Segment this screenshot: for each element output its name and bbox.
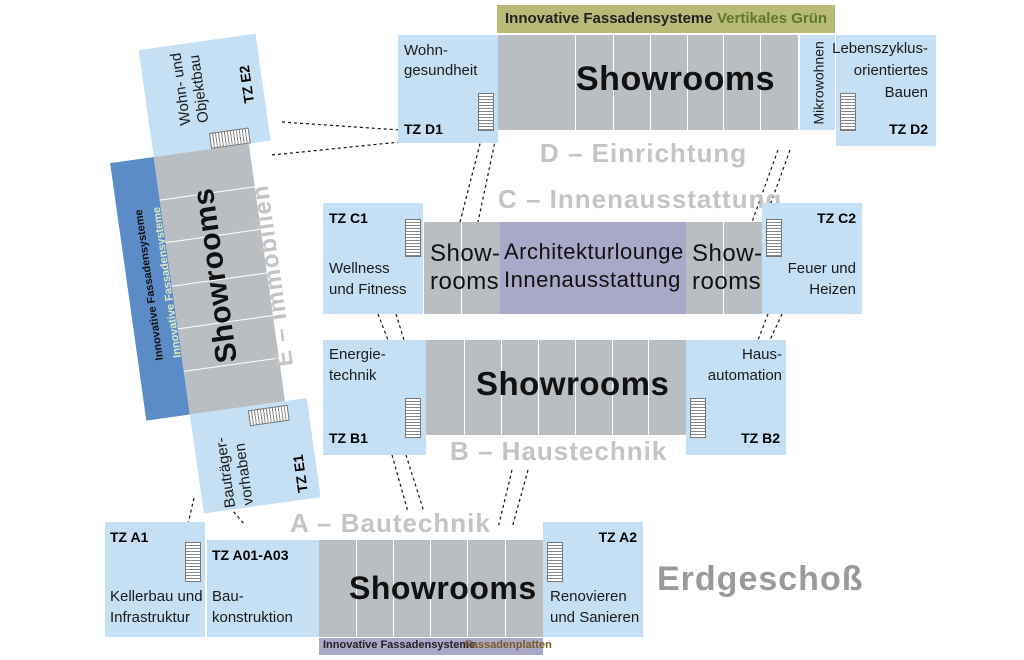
connector-line [187,497,195,525]
showrooms-label: rooms [430,268,500,295]
stairs-icon [478,93,494,131]
connector-line [405,454,425,513]
zone-label: Lebenszyklus- [832,40,928,57]
zone-label: technik [329,367,377,384]
banner-bottom: Innovative Fassadensysteme Fassadenplatt… [319,638,552,655]
zone-code: TZ E2 [235,64,258,105]
zone-label: und Fitness [329,281,407,298]
stairs-icon [405,219,421,257]
banner-bottom-primary: Innovative Fassadensysteme [323,639,476,651]
showrooms-a[interactable]: Showrooms [319,540,543,637]
zone-tz-e1[interactable]: Bauträger- vorhaben TZ E1 [189,398,321,514]
wing-e: Wohn- und Objektbau TZ E2 Innovative Fas… [92,20,321,520]
area-label-b: B – Haustechnik [450,436,668,466]
lounge-label: Architekturlounge [504,239,684,264]
zone-label: Wellness [329,260,390,277]
zone-label: Haus- [741,346,782,363]
zone-label: Infrastruktur [110,609,191,626]
zone-code: TZ A01-A03 [212,547,289,563]
floor-title: Erdgeschoß [657,560,864,598]
zone-label: Mikrowohnen [810,41,827,125]
zone-label: Renovieren [550,588,627,605]
zone-tz-b2[interactable]: Haus- automation TZ B2 [686,340,786,455]
connector-line [281,121,401,131]
showrooms-c-right[interactable]: Show- rooms [686,222,762,314]
zone-code: TZ D2 [889,121,928,137]
zone-code: TZ D1 [404,121,443,137]
showrooms-label: Showrooms [476,365,670,402]
zone-code: TZ A2 [598,529,637,545]
zone-label: Bauen [884,84,928,101]
showrooms-b[interactable]: Showrooms [426,340,686,435]
zone-tz-e2[interactable]: Wohn- und Objektbau TZ E2 [138,33,271,158]
stairs-icon [690,398,706,438]
lounge-label: Innenausstattung [504,267,681,292]
stairs-icon [840,93,856,131]
zone-code: TZ C1 [329,210,368,226]
zone-label: orientiertes [853,62,928,79]
area-label-d: D – Einrichtung [540,138,748,168]
zone-label: automation [707,367,782,384]
zone-tz-c2[interactable]: TZ C2 Feuer und Heizen [762,203,862,314]
connector-line [769,313,783,341]
stairs-icon [405,398,421,438]
zone-label: Energie- [329,346,386,363]
zone-label: gesundheit [404,62,478,79]
banner-top: Innovative Fassadensysteme Vertikales Gr… [497,5,835,33]
connector-line [751,149,779,223]
zone-label: Wohn- [404,42,448,59]
showrooms-d[interactable]: Showrooms [498,35,798,130]
zone-tz-d1[interactable]: Wohn- gesundheit TZ D1 [398,35,498,143]
showrooms-label: Showrooms [576,60,776,98]
connector-line [511,469,529,529]
connector-line [459,131,484,223]
zone-tz-c1[interactable]: TZ C1 Wellness und Fitness [323,203,423,314]
banner-top-secondary: Vertikales Grün [717,10,828,27]
connector-line [757,313,769,341]
connector-line [763,149,791,223]
zone-mikrowohnen[interactable]: Mikrowohnen [800,35,835,130]
showrooms-label: Show- [430,240,501,267]
area-label-a: A – Bautechnik [290,508,491,538]
connector-line [377,313,389,341]
showrooms-label: Showrooms [349,570,537,606]
zone-code: TZ B1 [329,430,368,446]
stairs-icon [247,404,290,427]
zone-code: TZ E1 [289,453,311,494]
zone-tz-a1[interactable]: TZ A1 Kellerbau und Infrastruktur [105,522,205,637]
architekturlounge[interactable]: Architekturlounge Innenausstattung [500,222,686,314]
connector-line [497,469,513,529]
zone-label: und Sanieren [550,609,640,626]
zone-tz-a01-a03[interactable]: TZ A01-A03 Bau- konstruktion [207,540,319,637]
zone-code: TZ A1 [110,529,149,545]
showrooms-label: Showrooms [186,185,244,366]
connector-line [391,454,409,513]
zone-tz-b1[interactable]: Energie- technik TZ B1 [323,340,426,455]
banner-bottom-secondary: Fassadenplatten [465,639,552,651]
zone-label: Feuer und [787,260,856,277]
stairs-icon [766,219,782,257]
stairs-icon [547,542,563,582]
showrooms-label: Show- [692,240,763,267]
stairs-icon [185,542,201,582]
zone-label: konstruktion [212,609,293,626]
banner-top-primary: Innovative Fassadensysteme [505,10,713,27]
area-label-c: C – Innenausstattung [498,184,783,214]
connector-line [477,131,498,223]
zone-label: Kellerbau und [110,588,203,605]
showrooms-c-left[interactable]: Show- rooms [424,222,500,314]
showrooms-label: rooms [692,268,762,295]
zone-label: Heizen [809,281,856,298]
connector-line [395,313,405,341]
zone-label: Bau- [212,588,244,605]
zone-code: TZ C2 [817,210,856,226]
zone-tz-a2[interactable]: TZ A2 Renovieren und Sanieren [543,522,643,637]
zone-code: TZ B2 [741,430,780,446]
zone-tz-d2[interactable]: Lebenszyklus- orientiertes Bauen TZ D2 [832,35,936,146]
